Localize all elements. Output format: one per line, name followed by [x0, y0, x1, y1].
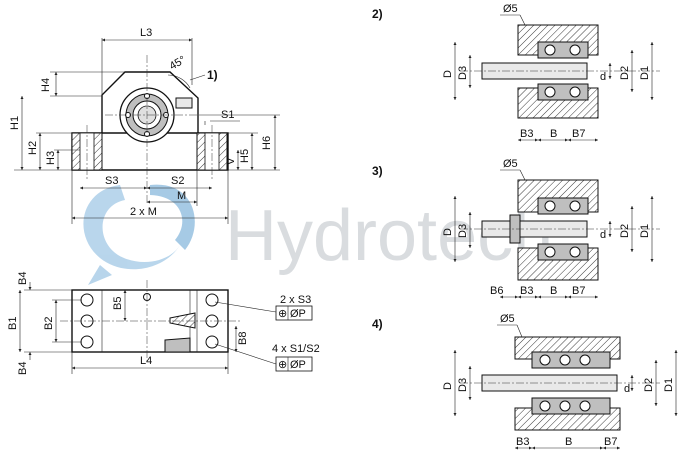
dim-H4: H4: [40, 78, 52, 92]
section-3-label: 3): [372, 164, 383, 178]
callout-1: 1): [207, 68, 218, 82]
s4-dim-D: D: [442, 382, 454, 390]
dim-angle: 45°: [168, 54, 188, 73]
dim-V: V: [225, 157, 237, 165]
s3-dim-D1: D1: [639, 224, 651, 238]
s2-dim-D2: D2: [619, 66, 631, 80]
section-2-label: 2): [372, 7, 383, 21]
dim-B8: B8: [237, 332, 249, 345]
dim-B1: B1: [7, 317, 19, 330]
section-2: 2) Ø5 D D3 d D2 D1 B3 B B7: [372, 3, 660, 142]
s2-dim-d5: Ø5: [503, 3, 518, 15]
s2-dim-d: d: [600, 71, 606, 83]
dim-H1: H1: [9, 116, 21, 130]
dim-L3: L3: [140, 27, 152, 39]
tolerance-value-1: ØP: [290, 308, 306, 320]
dim-H6: H6: [261, 136, 273, 150]
bottom-nipple-section: [169, 312, 196, 329]
dim-M: M: [177, 190, 186, 202]
s2-dim-D: D: [442, 70, 454, 78]
s3-dim-d5: Ø5: [503, 158, 518, 170]
s3-dim-B3: B3: [520, 285, 533, 297]
s3-dim-B: B: [550, 285, 557, 297]
dim-H2: H2: [27, 141, 39, 155]
tolerance-symbol-1: ⊕: [278, 308, 287, 320]
front-view: L3 45° 1) H4 H1 H2 H3 S1 H6 H5 V S3 S2 M…: [9, 27, 280, 224]
dim-2xM: 2 x M: [130, 206, 157, 218]
dim-H5: H5: [239, 149, 251, 163]
dim-B5: B5: [112, 297, 124, 310]
dim-L4: L4: [140, 355, 152, 367]
s2-dim-B3: B3: [520, 128, 533, 140]
dim-H3: H3: [45, 151, 57, 165]
grease-nipple: [175, 97, 193, 109]
s3-dim-D3: D3: [457, 224, 469, 238]
note-4xS1S2: 4 x S1/S2: [272, 343, 320, 355]
s3-dim-B7: B7: [572, 285, 585, 297]
dim-B2: B2: [43, 317, 55, 330]
note-2xS3: 2 x S3: [280, 294, 311, 306]
s2-dim-B7: B7: [572, 128, 585, 140]
s2-dim-D3: D3: [457, 66, 469, 80]
s4-dim-B7: B7: [604, 436, 617, 448]
tolerance-frame-1: [275, 305, 313, 321]
s3-dim-B6: B6: [490, 285, 503, 297]
section-4: 4) Ø5 D D3 d D2 D1 B3 B B7: [372, 313, 678, 450]
tolerance-value-2: ØP: [290, 359, 306, 371]
s4-dim-D3: D3: [457, 378, 469, 392]
tolerance-symbol-2: ⊕: [278, 359, 287, 371]
s4-dim-B: B: [565, 436, 572, 448]
dim-B4-bottom: B4: [17, 362, 29, 375]
section-4-label: 4): [372, 317, 383, 331]
dim-B4-top: B4: [17, 272, 29, 285]
s2-dim-B: B: [550, 128, 557, 140]
dim-S3: S3: [105, 175, 118, 187]
s4-dim-D1: D1: [663, 378, 675, 392]
tolerance-frame-2: [275, 356, 313, 372]
s4-dim-B3: B3: [516, 436, 529, 448]
s3-dim-D2: D2: [619, 224, 631, 238]
s3-dim-d: d: [600, 229, 606, 241]
dim-S1: S1: [221, 109, 234, 121]
s4-dim-d5: Ø5: [500, 313, 515, 325]
section-3: 3) Ø5 D D3 d D2 D1 B6 B3 B B7: [372, 158, 660, 299]
s2-dim-D1: D1: [639, 66, 651, 80]
bottom-view: 2 x S3 ⊕ ØP 4 x S1/S2 ⊕ ØP B4 B1 B2 B5 B…: [7, 272, 320, 375]
dim-S2: S2: [171, 175, 184, 187]
s3-dim-D: D: [442, 228, 454, 236]
s4-dim-d: d: [624, 383, 630, 395]
s4-dim-D2: D2: [643, 378, 655, 392]
